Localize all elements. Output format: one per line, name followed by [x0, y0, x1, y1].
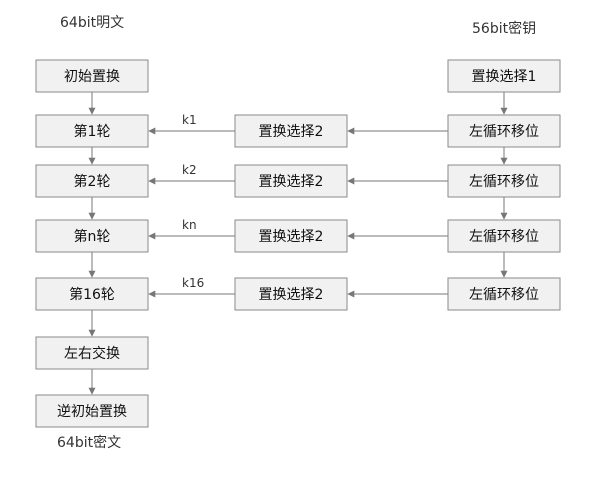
- pc1-box: 置换选择1: [447, 59, 561, 93]
- shift-round-16-box-label: 左循环移位: [469, 287, 539, 303]
- ciphertext-caption: 64bit密文: [57, 434, 121, 451]
- left-right-swap-box-label: 左右交换: [64, 345, 120, 362]
- round-16-box: 第16轮: [35, 277, 149, 311]
- round-1-box-label: 第1轮: [74, 123, 111, 140]
- pc2-round-1-box: 置换选择2: [234, 114, 348, 148]
- inverse-permutation-box-frame: [35, 394, 149, 428]
- pc2-round-2-box-frame: [234, 164, 348, 198]
- pc1-box-frame: [447, 59, 561, 93]
- pc2-round-16-box-label: 置换选择2: [259, 286, 324, 303]
- shift-round-16-box: 左循环移位: [447, 277, 561, 311]
- pc2-round-2-box: 置换选择2: [234, 164, 348, 198]
- shift-round-1-box: 左循环移位: [447, 114, 561, 148]
- round-1-box-frame: [35, 114, 149, 148]
- shift-round-2-box: 左循环移位: [447, 164, 561, 198]
- round-n-box-label: 第n轮: [74, 228, 111, 245]
- round-2-box-frame: [35, 164, 149, 198]
- initial-permutation-box: 初始置换: [35, 59, 149, 93]
- round-n-box-frame: [35, 219, 149, 253]
- inverse-permutation-box-label: 逆初始置换: [57, 403, 127, 420]
- pc2-round-1-box-frame: [234, 114, 348, 148]
- left-right-swap-box-frame: [35, 336, 149, 370]
- pc2-round-16-box-frame: [234, 277, 348, 311]
- pc2-round-n-box-frame: [234, 219, 348, 253]
- shift-round-2-box-label: 左循环移位: [469, 174, 539, 190]
- key-caption: 56bit密钥: [472, 20, 536, 37]
- subkey-label-2: k2: [182, 163, 197, 177]
- subkey-label-1: k1: [182, 113, 197, 127]
- pc2-round-1-box-label: 置换选择2: [259, 123, 324, 140]
- plaintext-caption: 64bit明文: [60, 15, 124, 31]
- round-16-box-label: 第16轮: [69, 286, 115, 303]
- pc2-round-n-box: 置换选择2: [234, 219, 348, 253]
- inverse-permutation-box: 逆初始置换: [35, 394, 149, 428]
- subkey-labels: k1 k2 kn k16: [182, 113, 204, 290]
- pc2-round-16-box: 置换选择2: [234, 277, 348, 311]
- shift-round-1-box-label: 左循环移位: [469, 124, 539, 140]
- subkey-label-n: kn: [182, 218, 197, 232]
- round-n-box: 第n轮: [35, 219, 149, 253]
- pc2-round-n-box-label: 置换选择2: [259, 228, 324, 245]
- round-16-box-frame: [35, 277, 149, 311]
- shift-round-16-box-frame: [447, 277, 561, 311]
- round-2-box-label: 第2轮: [74, 173, 111, 190]
- shift-round-n-box-frame: [447, 219, 561, 253]
- initial-permutation-box-frame: [35, 59, 149, 93]
- shift-round-n-box-label: 左循环移位: [469, 229, 539, 245]
- shift-round-n-box: 左循环移位: [447, 219, 561, 253]
- round-2-box: 第2轮: [35, 164, 149, 198]
- left-right-swap-box: 左右交换: [35, 336, 149, 370]
- connectors: [88, 92, 508, 395]
- pc2-round-2-box-label: 置换选择2: [259, 173, 324, 190]
- shift-round-1-box-frame: [447, 114, 561, 148]
- shift-round-2-box-frame: [447, 164, 561, 198]
- initial-permutation-box-label: 初始置换: [64, 68, 120, 85]
- subkey-label-16: k16: [182, 276, 204, 290]
- round-1-box: 第1轮: [35, 114, 149, 148]
- pc1-box-label: 置换选择1: [472, 68, 537, 85]
